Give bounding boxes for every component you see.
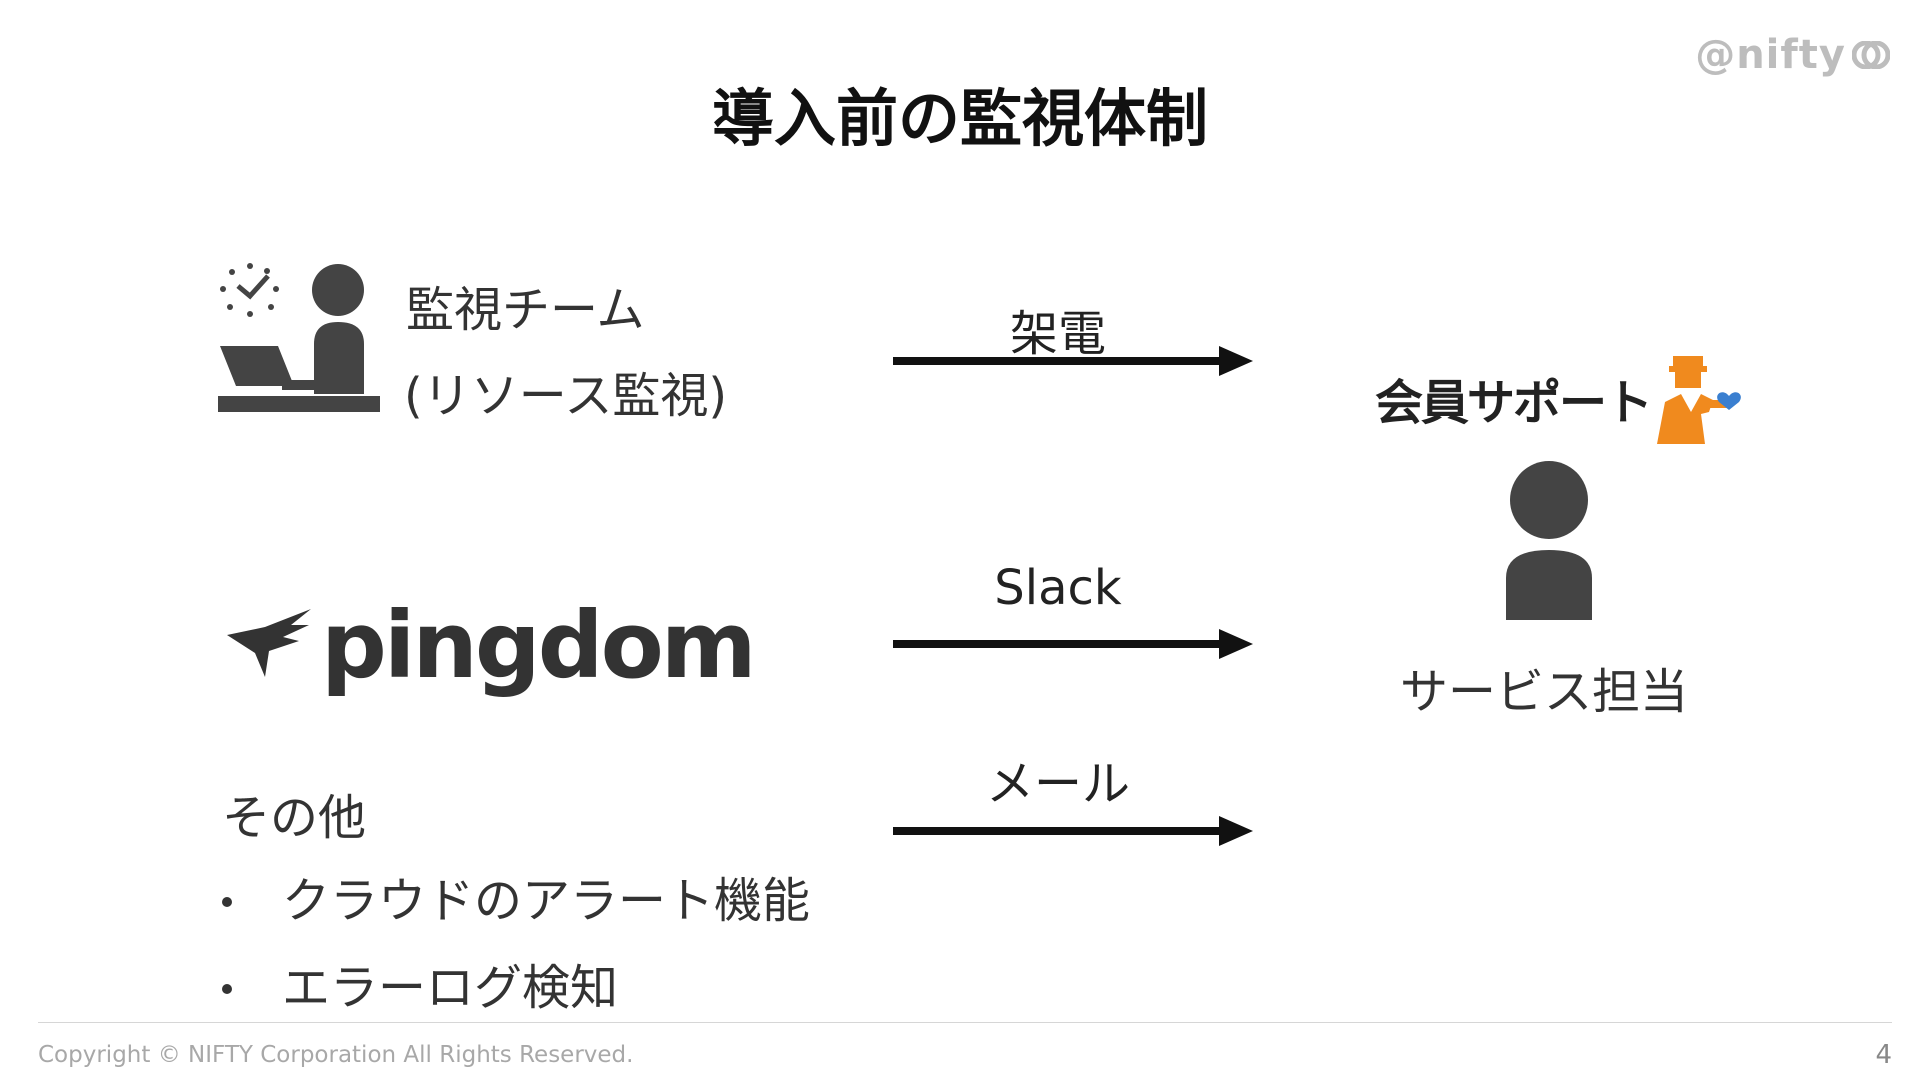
footer-divider [38,1022,1892,1023]
nifty-logo: @nifty [1695,32,1890,78]
copyright-text: Copyright © NIFTY Corporation All Rights… [38,1042,634,1068]
nifty-logo-text: @nifty [1695,32,1846,78]
list-item: エラーログ検知 [222,945,810,1032]
service-person-icon [1506,461,1592,620]
monitoring-team-sublabel: (リソース監視) [404,368,728,424]
list-item-text: エラーログ検知 [282,960,619,1016]
service-person-label: サービス担当 [1400,664,1689,720]
monitoring-team-label: 監視チーム [406,282,645,338]
pingdom-logo: pingdom [225,592,757,699]
support-staff-icon [1657,356,1741,444]
bullet-icon [222,983,232,994]
arrow-phone-icon [893,346,1253,376]
page-number: 4 [1875,1040,1892,1070]
list-item-text: クラウドのアラート機能 [282,873,811,929]
page-title: 導入前の監視体制 [711,82,1208,155]
bullet-icon [222,896,232,907]
arrow-label-phone: 架電 [1009,306,1106,362]
pingdom-logo-text: pingdom [321,592,757,699]
monitoring-team-icon [218,263,380,412]
other-list: クラウドのアラート機能 エラーログ検知 [222,858,810,1032]
nifty-mark-icon [1852,41,1890,69]
other-heading: その他 [222,790,367,846]
arrow-label-mail: メール [985,756,1130,812]
member-support-logo: 会員サポート [1375,352,1743,444]
arrow-label-slack: Slack [994,560,1122,616]
member-support-logo-text: 会員サポート [1375,375,1653,431]
pingdom-bird-icon [227,608,311,677]
list-item: クラウドのアラート機能 [222,858,810,945]
arrow-mail-icon [893,816,1253,846]
arrow-slack-icon [893,629,1253,659]
